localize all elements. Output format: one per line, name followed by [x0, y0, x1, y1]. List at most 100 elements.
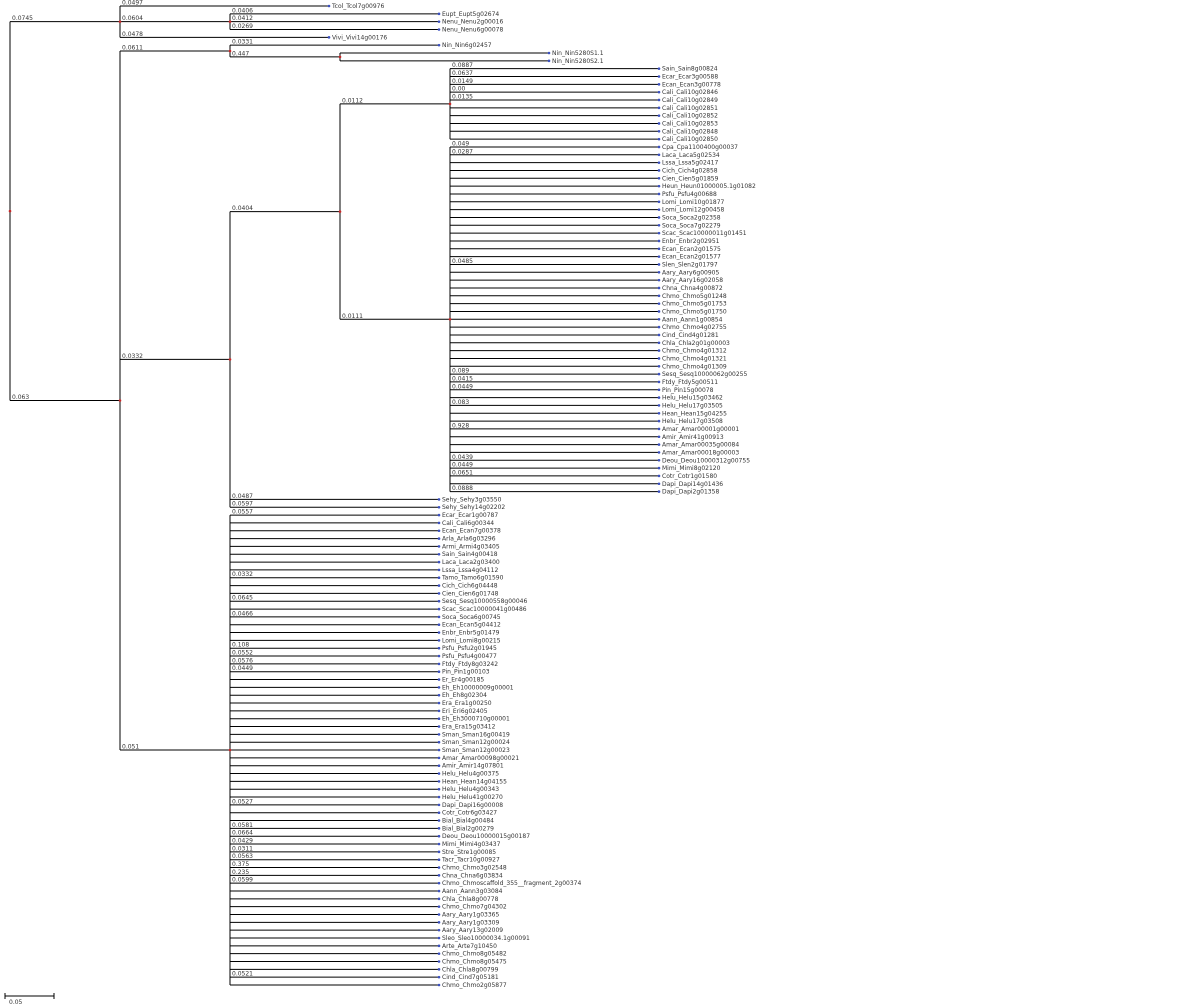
- tip-label: Cien_Cien5g01859: [662, 175, 719, 182]
- tip-marker: [657, 294, 661, 298]
- branch-support-label: 0.0449: [452, 462, 473, 469]
- branch-support-label: 0.0888: [452, 485, 473, 492]
- node-marker: [118, 399, 122, 402]
- tip-marker: [437, 631, 441, 634]
- tip-label: Dapi_Dapi14g01436: [662, 481, 723, 488]
- tip-marker: [437, 654, 441, 658]
- tip-label: Cien_Cien6g01748: [442, 590, 499, 597]
- branch-support-label: 0.0404: [232, 205, 253, 212]
- tip-label: Chmo_Chmo5g01753: [662, 301, 727, 308]
- tip-marker: [437, 881, 441, 885]
- tip-label: Scac_Scac10000041g00486: [442, 606, 527, 613]
- tip-label: Slen_Slen2g01797: [662, 261, 718, 268]
- branch-support-label: 0.0563: [232, 853, 253, 860]
- branch-support-label: 0.108: [232, 642, 249, 649]
- tip-label: Chmo_Chmo5g01248: [662, 293, 727, 300]
- tip-label: Cali_Cali6g00344: [442, 520, 494, 527]
- tip-label: Bial_Bial4g00484: [442, 818, 494, 825]
- branch-support-label: 0.089: [452, 368, 469, 375]
- tip-label: Cich_Cich6g04448: [442, 583, 498, 590]
- tip-marker: [437, 913, 441, 916]
- tip-marker: [437, 740, 441, 744]
- branch-support-label: 0.0611: [122, 45, 143, 52]
- scale-bar: 0.05: [4, 993, 55, 1006]
- branch-support-label: 0.0412: [232, 15, 253, 22]
- tip-marker: [547, 51, 551, 55]
- tip-label: Mimi_Mimi8g02120: [662, 465, 721, 472]
- tip-marker: [657, 466, 661, 470]
- tip-marker: [437, 701, 441, 705]
- tip-label: Tamo_Tamo6g01590: [441, 575, 504, 582]
- tip-marker: [327, 4, 331, 8]
- tip-marker: [437, 842, 441, 846]
- branch-support-label: 0.0576: [232, 657, 253, 664]
- tip-marker: [657, 270, 661, 274]
- branch-support-label: 0.051: [122, 744, 139, 751]
- tip-label: Amar_Amar00001g00001: [662, 426, 739, 433]
- tip-marker: [437, 639, 441, 642]
- tip-label: Tacr_Tacr10g00927: [441, 857, 500, 864]
- tip-label: Helu_Helu4g00343: [442, 786, 499, 793]
- tip-marker: [437, 874, 441, 877]
- node-marker: [118, 20, 122, 23]
- tip-label: Chla_Chla8g00799: [442, 966, 499, 973]
- tip-label: Arte_Arte7g10450: [442, 943, 497, 950]
- tip-marker: [437, 983, 441, 987]
- branch-support-label: 0.0521: [232, 971, 253, 978]
- tip-label: Nin_Nin5280S2.1: [552, 58, 604, 65]
- tip-marker: [437, 725, 441, 728]
- tip-marker: [657, 184, 661, 188]
- tip-marker: [657, 75, 661, 78]
- tip-marker: [657, 325, 661, 329]
- branch-support-label: 0.0449: [452, 383, 473, 390]
- node-marker: [228, 49, 232, 53]
- tip-label: Chmo_Chmoscaffold_355__fragment_2g00374: [442, 880, 582, 887]
- tip-label: Hean_Hean14g04155: [442, 778, 507, 785]
- tip-label: Sain_Sain4g00418: [442, 551, 498, 558]
- tip-marker: [437, 764, 441, 768]
- tip-label: Cotr_Cotr1g01580: [662, 473, 717, 480]
- tip-marker: [437, 599, 441, 603]
- tip-marker: [437, 803, 441, 807]
- tip-label: Cali_Cali10g02849: [662, 97, 718, 104]
- tip-marker: [657, 411, 661, 415]
- tip-label: Cali_Cali10g02846: [662, 89, 718, 96]
- tip-marker: [657, 380, 661, 384]
- branch-support-label: 0.0887: [452, 62, 473, 69]
- tip-label: Pin_Pin15g00078: [662, 387, 714, 394]
- tip-label: Arla_Arla6g03296: [442, 536, 496, 543]
- tip-label: Chmo_Chmo4g01312: [662, 348, 727, 355]
- tip-label: Pin_Pin1g00103: [442, 669, 490, 676]
- branch-support-label: 0.0637: [452, 70, 473, 77]
- tip-marker: [657, 239, 661, 243]
- tip-marker: [437, 498, 441, 501]
- tip-label: Soca_Soca7g02279: [662, 222, 721, 229]
- tip-marker: [437, 748, 441, 752]
- tip-label: Cali_Cali10g02853: [662, 120, 718, 127]
- tip-marker: [437, 592, 441, 595]
- tip-label: Lomi_Lomi12g00458: [662, 207, 725, 214]
- scale-bar-label: 0.05: [9, 999, 23, 1006]
- tip-marker: [437, 819, 441, 822]
- tip-label: Lssa_Lssa4g04112: [442, 567, 498, 574]
- tip-marker: [437, 795, 441, 799]
- node-marker: [8, 209, 12, 213]
- tip-label: Aary_Aary13g02009: [442, 927, 503, 934]
- tip-marker: [657, 443, 661, 446]
- tip-label: Mimi_Mimi4g03437: [442, 841, 501, 848]
- tip-label: Aary_Aary16g02058: [662, 277, 723, 284]
- branch-support-label: 0.0331: [232, 39, 253, 46]
- tip-marker: [657, 145, 661, 149]
- tip-marker: [437, 787, 441, 791]
- tip-marker: [657, 396, 661, 399]
- node-marker: [448, 102, 452, 106]
- tip-marker: [437, 513, 441, 517]
- tip-label: Chmo_Chmo3g02548: [442, 865, 507, 872]
- tip-marker: [657, 435, 661, 439]
- tip-marker: [437, 780, 441, 783]
- tip-marker: [437, 537, 441, 540]
- tip-marker: [437, 28, 441, 31]
- branch-support-label: 0.0449: [232, 665, 253, 672]
- tip-marker: [437, 772, 441, 775]
- tip-label: Chmo_Chmo4g01309: [662, 363, 727, 370]
